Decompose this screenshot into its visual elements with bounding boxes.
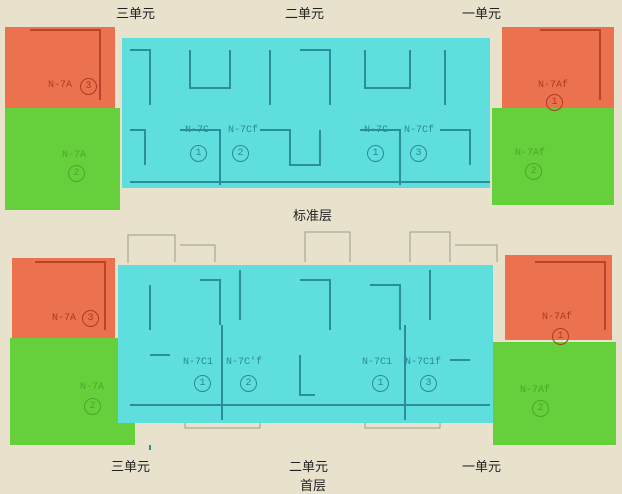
unit-1-label: 一单元 xyxy=(462,460,502,475)
apt-number: 3 xyxy=(420,375,437,392)
apartment-n7a-2 xyxy=(5,108,120,210)
apt-number: 2 xyxy=(532,400,549,417)
apt-number: 1 xyxy=(367,145,384,162)
apt-code: N-7A xyxy=(80,382,105,393)
unit-1-label: 一单元 xyxy=(462,7,502,22)
apartment-n7a-2 xyxy=(10,338,135,445)
apt-number: 2 xyxy=(84,398,101,415)
apt-code: N-7C1 xyxy=(183,357,214,368)
apt-number: 1 xyxy=(190,145,207,162)
apt-code: N-7C1f xyxy=(405,357,442,368)
apt-number: 3 xyxy=(410,145,427,162)
apartment-n7a-3 xyxy=(5,27,115,108)
unit-2-label: 二单元 xyxy=(285,7,325,22)
apt-number: 3 xyxy=(82,310,99,327)
apt-number: 1 xyxy=(546,94,563,111)
apt-number: 3 xyxy=(80,78,97,95)
apt-code: N-7A xyxy=(48,80,73,91)
unit-3-label: 三单元 xyxy=(116,7,156,22)
apartment-n7af-2 xyxy=(492,108,614,205)
apt-code: N-7Af xyxy=(542,312,573,323)
apt-code: N-7C'f xyxy=(226,357,263,368)
apt-number: 2 xyxy=(68,165,85,182)
apt-code: N-7Af xyxy=(520,385,551,396)
apt-code: N-7Af xyxy=(538,80,569,91)
apt-code: N-7Af xyxy=(515,148,546,159)
apartment-n7af-1 xyxy=(505,255,612,340)
apartment-n7af-2 xyxy=(493,342,616,445)
apt-code: N-7C1 xyxy=(362,357,393,368)
unit-2-label: 二单元 xyxy=(289,460,329,475)
apt-number: 2 xyxy=(232,145,249,162)
apt-number: 2 xyxy=(525,163,542,180)
apt-code: N-7Cf xyxy=(228,125,259,136)
floor-title: 标准层 xyxy=(293,209,333,224)
floor-title: 首层 xyxy=(300,479,327,494)
apt-number: 1 xyxy=(552,328,569,345)
apartment-block-central xyxy=(122,38,490,188)
apt-number: 2 xyxy=(240,375,257,392)
apartment-n7a-3 xyxy=(12,258,115,338)
apt-code: N-7A xyxy=(62,150,87,161)
unit-3-label: 三单元 xyxy=(111,460,151,475)
apt-code: N-7A xyxy=(52,313,77,324)
apt-number: 1 xyxy=(194,375,211,392)
apt-code: N-7Cf xyxy=(404,125,435,136)
apt-number: 1 xyxy=(372,375,389,392)
